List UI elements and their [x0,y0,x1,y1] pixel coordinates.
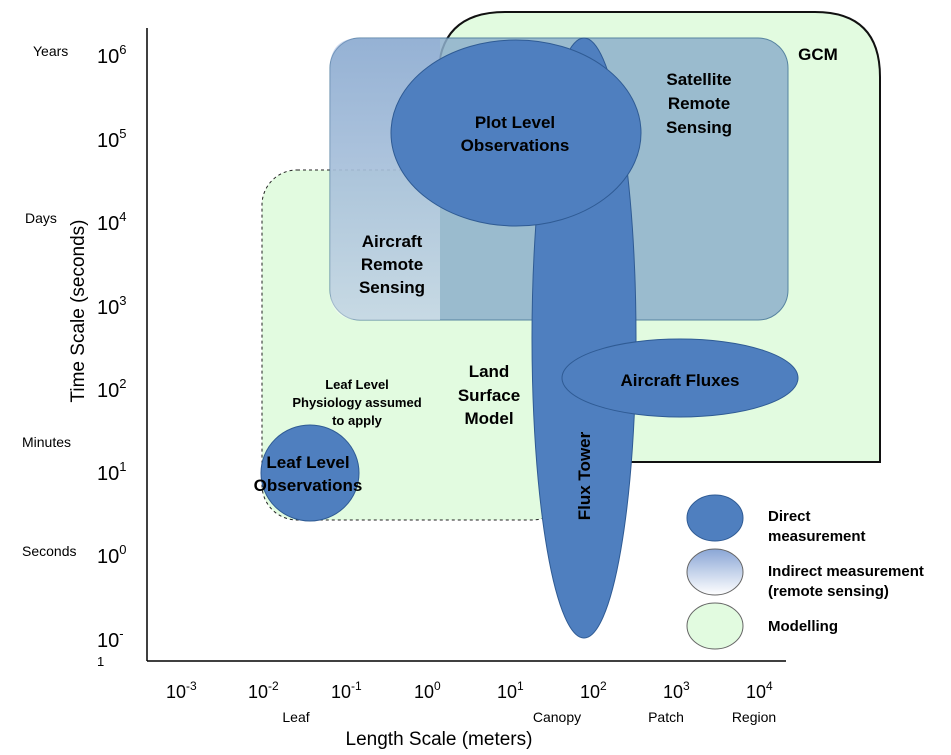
legend-modelling-line1: Modelling [768,618,838,635]
y-tick-1e0: 100 [97,542,126,568]
satellite-label-line1: Satellite [666,70,731,89]
time-words: Years Days Minutes Seconds [22,43,76,559]
x-tick-1e0: 100 [414,679,441,702]
satellite-label-line2: Remote [668,94,730,113]
x-axis-title: Length Scale (meters) [346,729,533,750]
leaf-obs-label-line2: Observations [254,476,363,495]
plot-level-label: Plot Level Observations [461,113,570,155]
legend-direct-swatch [686,494,744,542]
y-tick-1e3: 103 [97,293,126,319]
y-tick-1e6: 106 [97,42,126,68]
x-tick-1e4: 104 [746,679,773,702]
land-surface-label: Land Surface Model [458,362,520,428]
land-surface-label-line2: Surface [458,386,520,405]
time-word-years: Years [33,43,68,59]
legend-indirect-line2: (remote sensing) [768,583,889,600]
legend-direct-line2: measurement [768,528,866,545]
gcm-label: GCM [798,45,838,64]
leaf-physiology-label: Leaf Level Physiology assumed to apply [292,377,421,428]
y-tick-1e1: 101 [97,459,126,485]
aircraft-rs-label: Aircraft Remote Sensing [359,232,425,297]
leaf-obs-label: Leaf Level Observations [254,453,363,495]
leaf-obs-label-line1: Leaf Level [266,453,349,472]
legend-indirect-swatch [686,548,744,596]
land-surface-label-line1: Land [469,362,510,381]
leaf-physiology-label-line2: Physiology assumed [292,395,421,410]
x-tick-1e2: 102 [580,679,607,702]
length-words: Leaf Canopy Patch Region [282,709,776,725]
x-tick-labels: 10-3 10-2 10-1 100 101 102 103 104 [166,679,773,702]
time-word-seconds: Seconds [22,543,76,559]
length-word-region: Region [732,709,776,725]
length-word-leaf: Leaf [282,709,309,725]
satellite-label: Satellite Remote Sensing [666,70,732,137]
leaf-physiology-label-line3: to apply [332,413,383,428]
plot-level-label-line1: Plot Level [475,113,555,132]
leaf-level-observations-circle [260,424,360,522]
legend: Direct measurement Indirect measurement … [686,494,924,650]
y-tick-labels: 106 105 104 103 102 101 100 10- 1 [97,42,126,669]
x-tick-1e1: 101 [497,679,524,702]
length-word-patch: Patch [648,709,684,725]
flux-tower-label: Flux Tower [575,431,594,520]
plot-level-label-line2: Observations [461,136,570,155]
time-word-minutes: Minutes [22,434,71,450]
y-tick-1e5: 105 [97,126,126,152]
satellite-label-line3: Sensing [666,118,732,137]
aircraft-rs-label-line1: Aircraft [362,232,423,251]
y-tick-1e-1: 10- [97,626,124,652]
x-tick-1e3: 103 [663,679,690,702]
y-tick-1e2: 102 [97,376,126,402]
legend-modelling-swatch [686,602,744,650]
y-tick-1e4: 104 [97,209,126,235]
plot-level-ellipse [390,39,642,227]
x-tick-1e-2: 10-2 [248,679,279,702]
x-tick-1e-3: 10-3 [166,679,197,702]
aircraft-rs-label-line2: Remote [361,255,423,274]
legend-indirect-line1: Indirect measurement [768,563,924,580]
time-word-days: Days [25,210,57,226]
aircraft-fluxes-label: Aircraft Fluxes [620,371,739,390]
aircraft-fluxes-ellipse [561,338,799,418]
x-tick-1e-1: 10-1 [331,679,362,702]
y-tick-extra: 1 [97,654,104,669]
length-word-canopy: Canopy [533,709,581,725]
leaf-physiology-label-line1: Leaf Level [325,377,389,392]
aircraft-rs-label-line3: Sensing [359,278,425,297]
land-surface-label-line3: Model [464,409,513,428]
legend-direct-line1: Direct [768,508,811,525]
y-axis-title: Time Scale (seconds) [68,219,89,402]
